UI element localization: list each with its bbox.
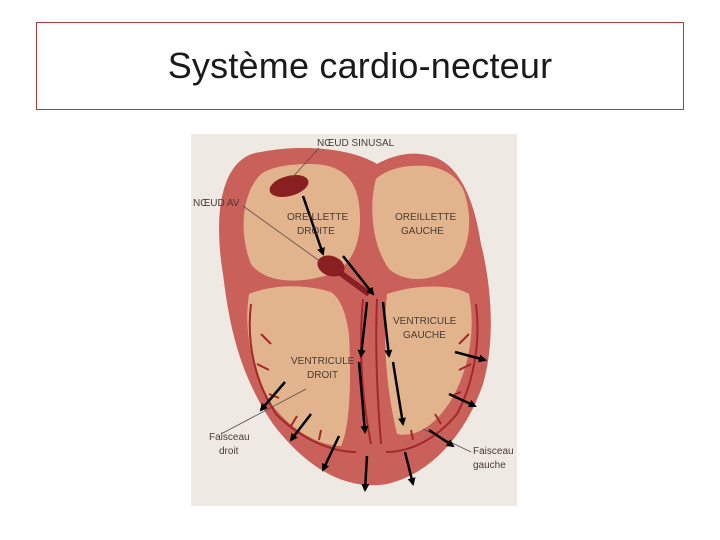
arrow-right-down — [357, 361, 369, 434]
arrow-left-bundle — [381, 301, 393, 358]
heart-svg: NŒUD SINUSAL NŒUD AV OREILLETTE DROITE O… — [193, 138, 514, 492]
arrow-left-apex — [428, 428, 455, 448]
arrow-sa-to-av — [301, 195, 325, 256]
left-atrium-chamber — [372, 165, 470, 280]
label-left-ventricle-2: GAUCHE — [403, 330, 446, 341]
purkinje-fibers — [248, 298, 479, 453]
label-left-atrium-2: GAUCHE — [401, 226, 444, 237]
arrow-left-down — [391, 361, 406, 426]
arrow-apex-center — [361, 455, 370, 492]
label-right-atrium-1: OREILLETTE — [287, 212, 348, 223]
label-right-bundle-1: Faisceau — [209, 432, 250, 443]
his-bundle — [337, 269, 371, 297]
arrow-right-apex — [289, 413, 312, 442]
right-ventricle-chamber — [247, 286, 351, 446]
label-left-atrium-1: OREILLETTE — [395, 212, 456, 223]
slide-title: Système cardio-necteur — [167, 45, 553, 86]
arrow-apex-right — [321, 435, 341, 472]
label-left-bundle-2: gauche — [473, 460, 506, 471]
sa-node — [269, 175, 309, 197]
label-right-bundle-2: droit — [219, 446, 239, 457]
label-left-bundle-1: Faisceau — [473, 446, 514, 457]
label-sa-node: NŒUD SINUSAL — [317, 138, 395, 149]
label-right-ventricle-2: DROIT — [307, 370, 338, 381]
left-ventricle-chamber — [385, 286, 472, 435]
arrow-av-to-bundle — [342, 255, 375, 296]
label-right-ventricle-1: VENTRICULE — [291, 356, 355, 367]
title-box: Système cardio-necteur — [36, 22, 684, 110]
heart-conduction-diagram: NŒUD SINUSAL NŒUD AV OREILLETTE DROITE O… — [191, 134, 517, 506]
arrow-right-wall — [259, 381, 286, 412]
arrow-apex-left — [403, 451, 416, 486]
av-node — [317, 255, 345, 277]
arrow-left-wall-2 — [448, 392, 477, 408]
conduction-arrows — [259, 195, 487, 492]
arrow-left-wall-1 — [454, 350, 487, 363]
label-right-atrium-2: DROITE — [297, 226, 335, 237]
label-left-ventricle-1: VENTRICULE — [393, 316, 457, 327]
label-av-node: NŒUD AV — [193, 198, 240, 209]
arrow-right-bundle — [357, 301, 369, 358]
